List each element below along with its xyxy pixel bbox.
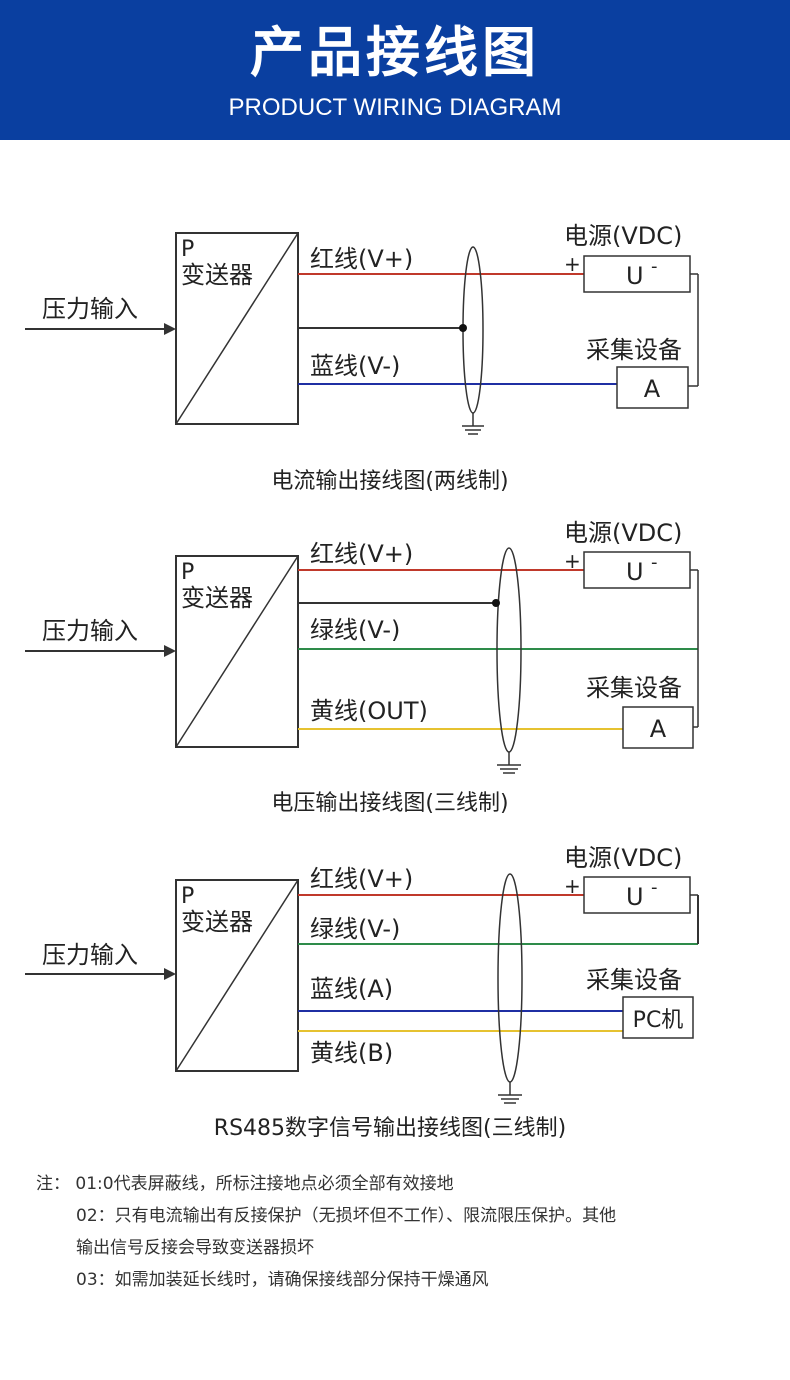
power-box-u: U [626,262,644,290]
diagram-rs485-output: 压力输入 P 变送器 红线(V+) 绿线(V-) 蓝线(A) 黄线(B) 电源(… [25,844,699,1141]
power-box-minus: - [651,552,658,573]
transmitter-p: P [181,560,194,585]
wire-label-yellow: 黄线(B) [310,1039,393,1067]
shield-junction-dot [459,324,467,332]
page-title: 产品接线图 [250,21,540,84]
note-2-line-2: 输出信号反接会导致变送器损坏 [76,1238,314,1258]
transmitter-label: 变送器 [181,908,253,936]
power-box-u: U [626,883,644,911]
notes-section: 注： 01:0代表屏蔽线，所标注接地点必须全部有效接地 02：只有电流输出有反接… [36,1168,776,1296]
wire-label-red: 红线(V+) [310,245,413,273]
wire-label-green: 绿线(V-) [310,616,400,644]
device-label: 采集设备 [586,674,682,702]
input-label: 压力输入 [42,941,138,969]
power-plus: + [564,874,581,898]
input-arrowhead [164,968,176,980]
wire-label-red: 红线(V+) [310,865,413,893]
device-box [622,996,694,1039]
power-label: 电源(VDC) [564,519,682,547]
power-box-u: U [626,558,644,586]
transmitter-box [175,555,299,748]
wire-label-red: 红线(V+) [310,540,413,568]
transmitter-p: P [181,884,194,909]
power-box-minus: - [651,877,658,898]
diagram-current-output: 压力输入 P 变送器 红线(V+) 蓝线(V-) 电源(VDC) + U - 采… [25,222,699,494]
device-box-label: A [644,375,661,403]
note-1: 注： 01:0代表屏蔽线，所标注接地点必须全部有效接地 [36,1174,454,1194]
shield-ellipse [497,873,523,1083]
transmitter-box [175,879,299,1072]
header-banner: 产品接线图 PRODUCT WIRING DIAGRAM [0,0,790,140]
power-label: 电源(VDC) [564,222,682,250]
device-label: 采集设备 [586,336,682,364]
transmitter-diagonal [175,232,299,425]
input-label: 压力输入 [42,295,138,323]
device-box [616,366,689,409]
diagram-caption: RS485数字信号输出接线图(三线制) [214,1116,566,1141]
device-box [622,706,694,749]
power-plus: + [564,252,581,276]
note-3: 03：如需加装延长线时，请确保接线部分保持干燥通风 [76,1270,489,1290]
power-box [583,255,691,293]
wire-label-yellow: 黄线(OUT) [310,697,428,725]
device-box-label: A [650,715,667,743]
diagram-caption: 电流输出接线图(两线制) [271,469,508,494]
device-box-label: PC机 [633,1008,684,1033]
wire-label-green: 绿线(V-) [310,915,400,943]
note-2-line-1: 02：只有电流输出有反接保护（无损坏但不工作）、限流限压保护。其他 [76,1206,617,1226]
transmitter-diagonal [175,555,299,748]
wire-label-blue: 蓝线(V-) [310,352,400,380]
diagram-voltage-output: 压力输入 P 变送器 红线(V+) 绿线(V-) 黄线(OUT) 电源(VDC)… [25,519,699,816]
device-label: 采集设备 [586,966,682,994]
power-label: 电源(VDC) [564,844,682,872]
input-arrowhead [164,645,176,657]
power-box [583,551,691,589]
power-box [583,876,691,914]
diagram-caption: 电压输出接线图(三线制) [271,791,508,816]
power-plus: + [564,549,581,573]
input-arrowhead [164,323,176,335]
transmitter-label: 变送器 [181,584,253,612]
page-subtitle: PRODUCT WIRING DIAGRAM [228,94,562,121]
power-box-minus: - [651,256,658,277]
wire-label-blue: 蓝线(A) [310,975,393,1003]
transmitter-p: P [181,237,194,262]
input-label: 压力输入 [42,617,138,645]
shield-junction-dot [492,599,500,607]
transmitter-label: 变送器 [181,261,253,289]
transmitter-diagonal [175,879,299,1072]
